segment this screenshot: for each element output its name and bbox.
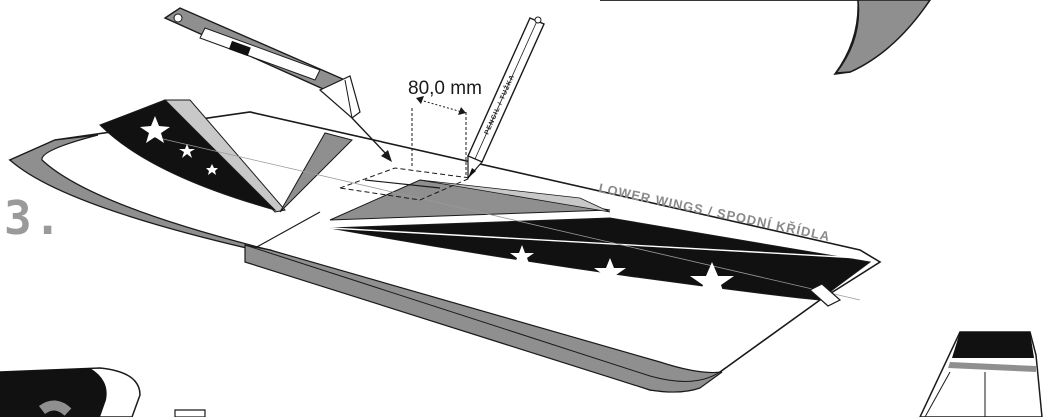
star-icon [690, 262, 734, 300]
lower-wing [8, 99, 882, 393]
step-number: 3. [4, 191, 63, 245]
star-icon [140, 116, 170, 143]
star-icon [206, 164, 218, 175]
tail-fin-fragment [919, 331, 1043, 417]
upper-wing-fragment [600, 0, 931, 75]
star-icon [510, 245, 534, 266]
knife-icon: KNIFE / NŮŽ [163, 7, 392, 162]
dimension-marker: 80,0 mm [408, 78, 482, 175]
star-icon [179, 144, 195, 158]
star-icon [594, 258, 626, 286]
dimension-label: 80,0 mm [408, 78, 482, 99]
pencil-label: PENCIL / TUŽKA [482, 73, 517, 136]
fuselage-fragment [0, 367, 206, 417]
